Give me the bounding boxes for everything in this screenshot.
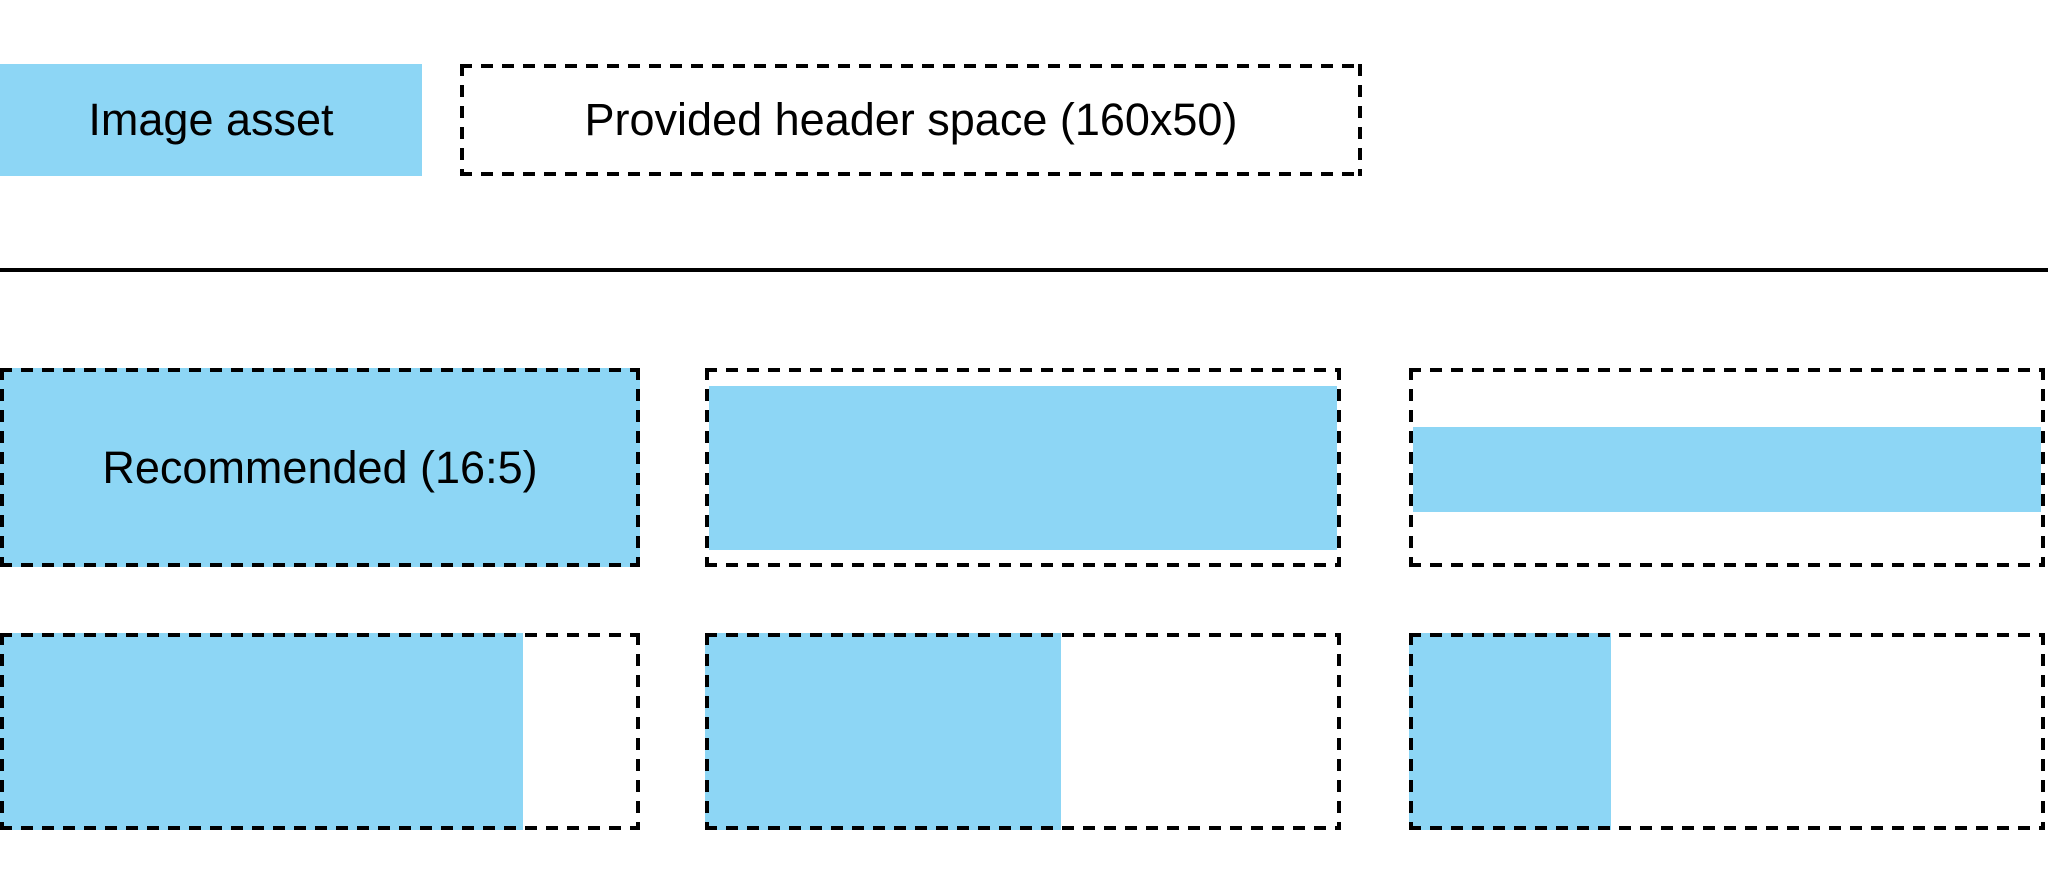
image-asset-fill <box>0 368 640 567</box>
example-box-tall-wide <box>0 633 640 830</box>
example-box-wide-strip <box>1409 368 2045 567</box>
image-asset-fill <box>1413 427 2041 512</box>
image-asset-fill <box>1409 633 1611 830</box>
image-asset-fill <box>0 633 523 830</box>
divider-line <box>0 268 2048 272</box>
example-box-wide-short <box>705 368 1341 567</box>
image-asset-fill <box>705 633 1061 830</box>
image-asset-fill <box>709 386 1337 550</box>
example-box-tall-narrow <box>1409 633 2045 830</box>
image-asset-swatch: Image asset <box>0 64 422 176</box>
example-box-tall-medium <box>705 633 1341 830</box>
recommended-label: Recommended (16:5) <box>102 441 538 493</box>
example-box-recommended: Recommended (16:5) <box>0 368 640 567</box>
provided-header-space-box: Provided header space (160x50) <box>460 64 1362 176</box>
image-asset-label: Image asset <box>88 94 334 145</box>
provided-header-space-label: Provided header space (160x50) <box>584 94 1238 145</box>
